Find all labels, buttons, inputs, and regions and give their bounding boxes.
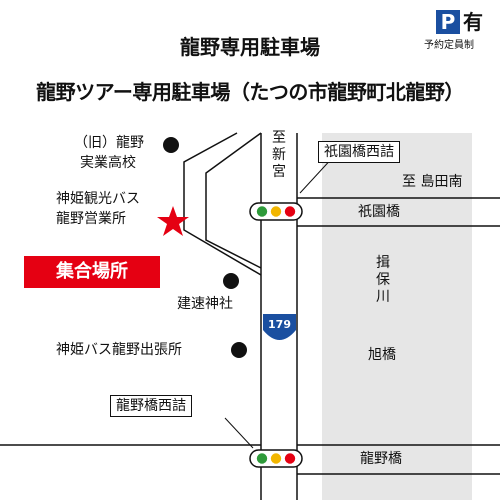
tatsuno-bridge-label: 龍野橋 <box>360 451 402 467</box>
river-area <box>322 133 472 500</box>
direction-shimatanan-label: 至 島田南 <box>402 174 463 190</box>
landmark-bus-branch-dot-icon <box>231 342 247 358</box>
parking-availability-label: 有 <box>463 10 483 34</box>
meeting-star-icon <box>157 206 189 236</box>
old-school-label-line2: 実業高校 <box>80 155 136 171</box>
old-school-label-line1: （旧）龍野 <box>74 135 144 151</box>
parking-p-badge: P <box>436 10 460 34</box>
direction-shingu-label: 至新宮 <box>272 130 286 180</box>
tatsuno-west-intersection-label: 龍野橋西詰 <box>110 395 192 417</box>
route-number: 179 <box>268 318 291 331</box>
shrine-label: 建速神社 <box>177 296 233 312</box>
landmark-school-dot-icon <box>163 137 179 153</box>
route-shield-icon: 179 <box>263 314 296 340</box>
gion-west-intersection-label: 祇園橋西詰 <box>318 141 400 163</box>
page-title: 龍野専用駐車場 <box>180 35 320 59</box>
parking-reservation-note: 予約定員制 <box>424 40 474 51</box>
bus-office-label-line2: 龍野営業所 <box>56 211 126 227</box>
gion-bridge-label: 祇園橋 <box>358 204 400 220</box>
river-label: 揖保川 <box>376 255 390 305</box>
asahi-bridge-label: 旭橋 <box>368 347 396 363</box>
page-subtitle: 龍野ツアー専用駐車場（たつの市龍野町北龍野） <box>36 80 464 104</box>
side-road-outer <box>183 132 262 276</box>
gion-traffic-signal-icon <box>249 202 303 221</box>
landmark-shrine-dot-icon <box>223 273 239 289</box>
bus-branch-label: 神姫バス龍野出張所 <box>56 342 182 358</box>
tatsuno-traffic-signal-icon <box>249 449 303 468</box>
tatsuno-west-leader <box>224 417 254 449</box>
bus-office-label-line1: 神姫観光バス <box>56 191 140 207</box>
meeting-point-label: 集合場所 <box>24 256 160 288</box>
side-road-inner <box>205 132 262 269</box>
